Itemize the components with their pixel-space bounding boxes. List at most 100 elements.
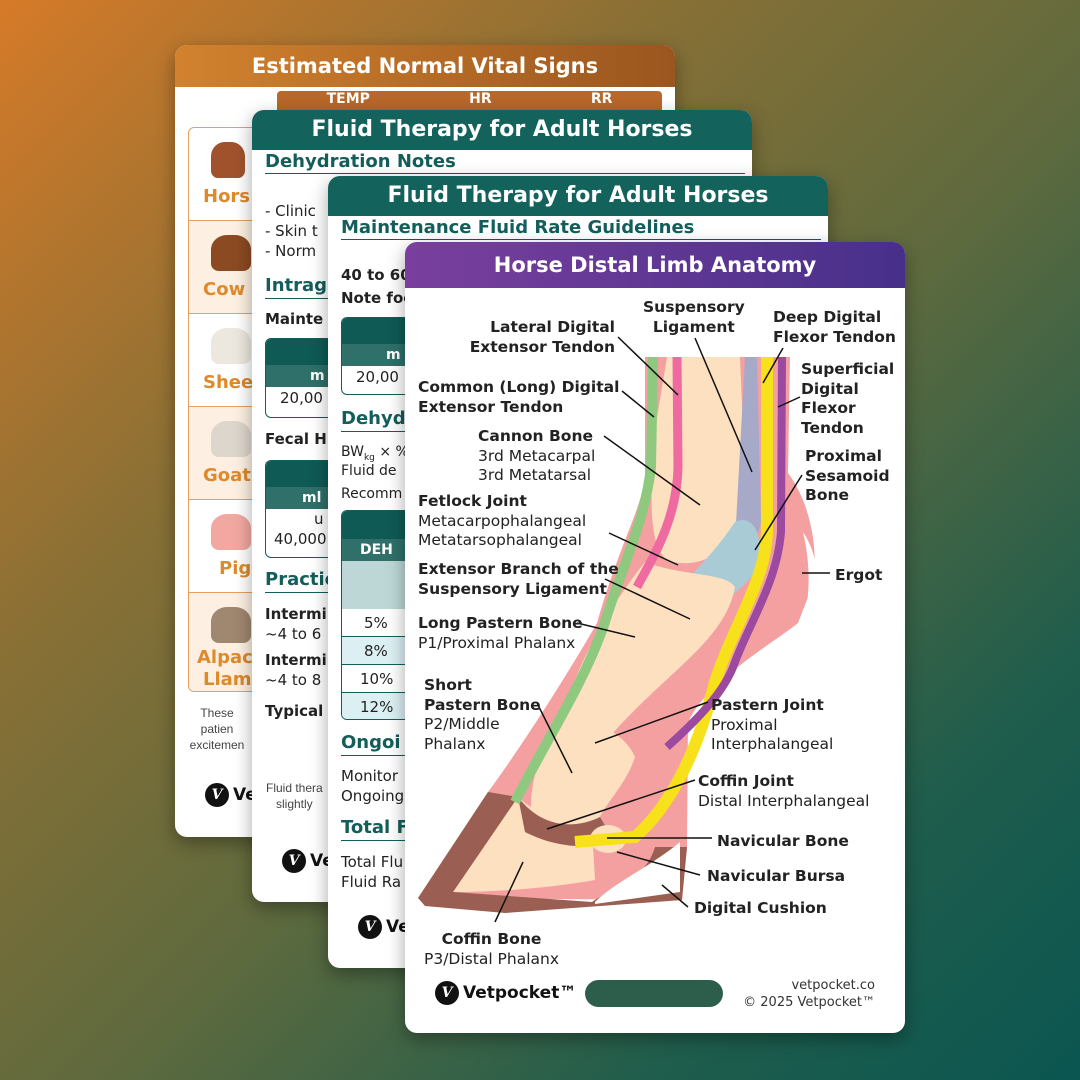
value-cell: 20,00	[280, 389, 323, 407]
coffin-bone	[453, 797, 595, 892]
fluid-deficit-line: Fluid de	[341, 463, 397, 479]
value-cell: 40,000	[274, 530, 327, 548]
digital-cushion	[595, 842, 680, 904]
footnote-line: patien	[200, 722, 234, 736]
label-ergot: Ergot	[835, 566, 883, 584]
horse-icon	[211, 142, 245, 178]
logo-text: Ve	[233, 785, 257, 805]
pig-icon	[211, 514, 251, 550]
practical-item: Intermi ~4 to 6	[265, 604, 327, 644]
item-text: ~4 to 6	[265, 625, 322, 643]
formula-bw: BW	[341, 444, 364, 460]
section-maintenance-guidelines: Maintenance Fluid Rate Guidelines	[341, 218, 821, 240]
lateral-digital-extensor	[633, 356, 683, 590]
bullet: - Skin t	[265, 222, 318, 240]
footnote-line: excitemen	[189, 738, 245, 752]
long-pastern-bone	[555, 562, 735, 752]
logo-text: Ve	[310, 851, 334, 871]
fluid-footnote: Fluid thera slightly	[266, 780, 323, 812]
note-line: Note foc	[341, 289, 413, 307]
card-title: Horse Distal Limb Anatomy	[405, 242, 905, 288]
card-title: Fluid Therapy for Adult Horses	[252, 110, 752, 150]
recommend-line: Recomm	[341, 486, 403, 502]
ergot	[803, 532, 818, 627]
item-title: Intermi	[265, 651, 327, 669]
footnote-line: These	[200, 706, 234, 720]
short-pastern-bone	[531, 719, 635, 827]
footnote-line: Fluid thera	[266, 781, 323, 795]
col-hr: HR	[469, 91, 492, 107]
maintenance-label: Mainte	[265, 310, 324, 328]
text-line: Fluid Ra	[341, 873, 402, 891]
website-link[interactable]: vetpocket.co	[791, 978, 875, 993]
alpaca-icon	[211, 607, 251, 643]
value-cell: 20,00	[356, 368, 399, 386]
logo-icon: V	[205, 783, 229, 807]
leader-lines	[494, 336, 830, 923]
footer-credits: vetpocket.co © 2025 Vetpocket™	[743, 977, 875, 1011]
value-cell: u	[314, 510, 324, 528]
formula-rest: × %	[374, 444, 409, 460]
section-dehydration-notes: Dehydration Notes	[265, 152, 745, 174]
item-text: ~4 to 8	[265, 671, 322, 689]
copyright: © 2025 Vetpocket™	[743, 995, 875, 1010]
typical-label: Typical	[265, 702, 324, 720]
col-rr: RR	[590, 91, 613, 107]
logo-text: Vetpocket™	[463, 983, 577, 1003]
text-line: Monitor	[341, 767, 399, 785]
logo-icon: V	[358, 915, 382, 939]
label-navicular-bone: Navicular Bone	[717, 832, 849, 850]
logo-icon: V	[435, 981, 459, 1005]
vitals-footnote: These patien excitemen	[183, 705, 251, 753]
item-title: Intermi	[265, 605, 327, 623]
common-digital-extensor	[510, 356, 658, 805]
card-title: Fluid Therapy for Adult Horses	[328, 176, 828, 216]
deep-digital-flexor	[574, 357, 773, 848]
hoof-wall	[418, 792, 687, 913]
goat-icon	[211, 421, 251, 457]
text-line: Ongoing	[341, 787, 405, 805]
animal-horse: Hors	[189, 128, 277, 221]
footnote-line: slightly	[276, 797, 313, 811]
coffin-joint-capsule	[518, 797, 615, 847]
card-title: Estimated Normal Vital Signs	[175, 45, 675, 87]
label-navicular-bursa: Navicular Bursa	[707, 867, 846, 885]
logo-icon: V	[282, 849, 306, 873]
bullet: - Norm	[265, 242, 317, 260]
superficial-digital-flexor	[664, 356, 786, 750]
fecal-label: Fecal H	[265, 430, 327, 448]
lanyard-slot	[585, 980, 723, 1007]
rate-line: 40 to 60	[341, 266, 411, 284]
cow-icon	[211, 235, 251, 271]
label-digital-cushion: Digital Cushion	[694, 899, 827, 917]
bullet-list: - Clinic - Skin t - Norm	[265, 201, 318, 261]
practical-item: Intermi ~4 to 8	[265, 650, 327, 690]
col-temp: TEMP	[326, 91, 370, 107]
distal-limb-diagram	[418, 336, 830, 923]
animal-sheep: Shee	[189, 314, 277, 407]
animal-pig: Pig	[189, 500, 277, 593]
formula-line: BWkg × %	[341, 442, 409, 468]
bullet: - Clinic	[265, 202, 316, 220]
logo-text: Ve	[386, 917, 410, 937]
